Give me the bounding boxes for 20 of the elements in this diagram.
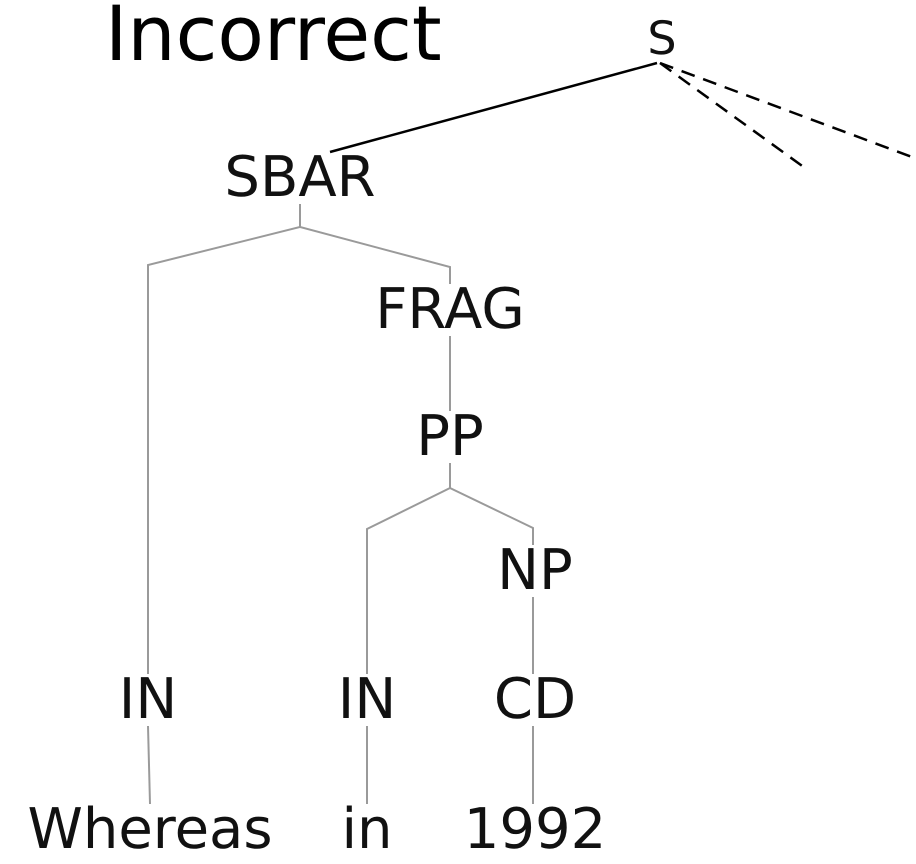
tree-branch xyxy=(366,726,368,804)
tree-branch xyxy=(532,597,534,674)
tree-branch xyxy=(449,336,451,411)
tree-branch xyxy=(330,62,658,154)
category-label: PP xyxy=(405,411,495,463)
tree-branch xyxy=(532,726,534,804)
tree-branch xyxy=(299,204,451,284)
category-label: IN xyxy=(108,674,188,726)
category-label: FRAG xyxy=(365,284,535,336)
tree-branch xyxy=(147,726,151,804)
category-label: CD xyxy=(485,674,585,726)
category-label: NP xyxy=(485,545,585,597)
category-label: IN xyxy=(327,674,407,726)
tree-branch xyxy=(449,463,534,545)
word-label: Whereas xyxy=(15,804,285,856)
word-label: 1992 xyxy=(460,804,610,856)
title: Incorrect xyxy=(105,0,442,74)
category-label: S xyxy=(642,13,682,63)
category-label: SBAR xyxy=(215,152,385,204)
word-label: in xyxy=(332,804,402,856)
